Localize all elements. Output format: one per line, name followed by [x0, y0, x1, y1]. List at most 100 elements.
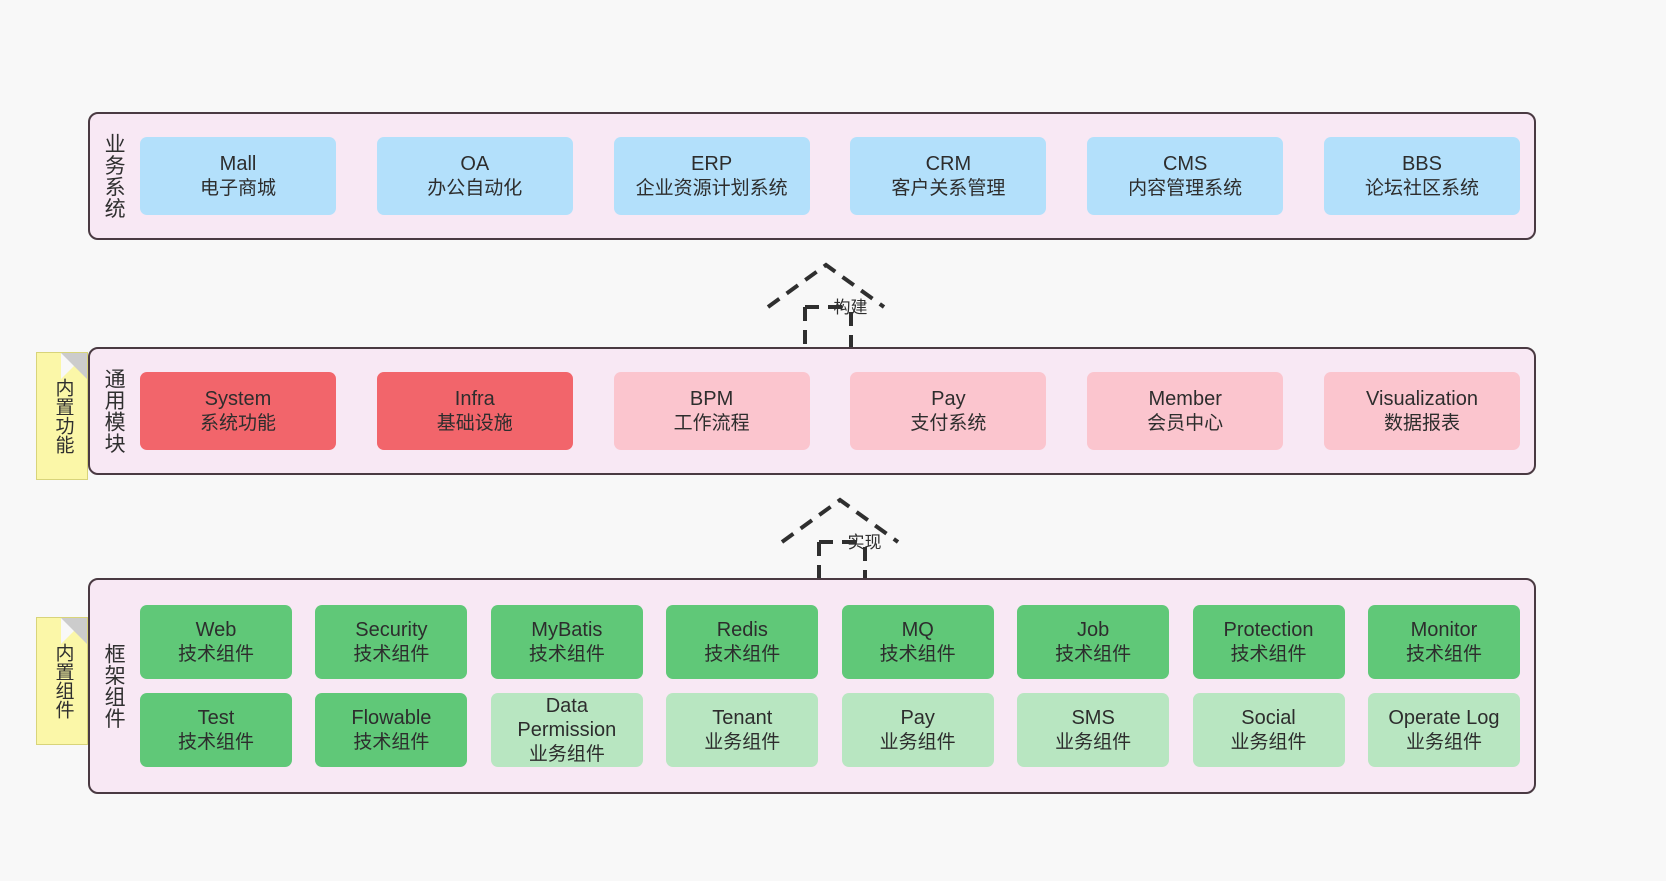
node-cms[interactable]: CMS 内容管理系统: [1087, 137, 1284, 215]
node-job[interactable]: Job 技术组件: [1017, 605, 1170, 679]
connector-label-build: 构建: [833, 298, 868, 317]
node-title: CMS: [1162, 153, 1208, 176]
node-subtitle: 内容管理系统: [1128, 177, 1243, 199]
node-web[interactable]: Web 技术组件: [140, 605, 292, 679]
node-subtitle: 业务组件: [879, 731, 956, 753]
node-title: MyBatis: [531, 619, 603, 642]
node-title: Security: [355, 619, 428, 642]
node-system[interactable]: System 系统功能: [140, 372, 336, 450]
node-redis[interactable]: Redis 技术组件: [666, 605, 819, 679]
node-oa[interactable]: OA 办公自动化: [376, 137, 573, 215]
node-title: System: [204, 388, 272, 411]
note-builtin-features: 内置功能: [36, 352, 88, 480]
layer-business-systems[interactable]: 业务系统 Mall 电子商城 OA 办公自动化 ERP 企业资源计划系统 CRM…: [88, 112, 1536, 240]
layer-title-business-systems: 业务系统: [102, 133, 126, 219]
node-subtitle: 企业资源计划系统: [635, 177, 788, 199]
node-flowable[interactable]: Flowable 技术组件: [315, 693, 468, 767]
node-pay-module[interactable]: Pay 支付系统: [850, 372, 1047, 450]
connector-build: 构建: [758, 255, 928, 355]
node-subtitle: 技术组件: [177, 643, 254, 665]
node-subtitle: 技术组件: [1055, 643, 1132, 665]
node-title: MQ: [901, 619, 934, 642]
node-title: Job: [1076, 619, 1110, 642]
node-tenant[interactable]: Tenant 业务组件: [666, 693, 819, 767]
node-test[interactable]: Test 技术组件: [140, 693, 292, 767]
node-mq[interactable]: MQ 技术组件: [841, 605, 994, 679]
layer-body-business-systems: Mall 电子商城 OA 办公自动化 ERP 企业资源计划系统 CRM 客户关系…: [136, 114, 1534, 238]
node-title: Monitor: [1410, 619, 1478, 642]
node-subtitle: 支付系统: [910, 412, 987, 434]
node-title: Infra: [454, 388, 495, 411]
connector-label-implement: 实现: [847, 533, 882, 552]
node-title: Tenant: [712, 707, 773, 730]
node-subtitle: 办公自动化: [427, 177, 523, 199]
node-sms[interactable]: SMS 业务组件: [1017, 693, 1170, 767]
node-operate-log[interactable]: Operate Log 业务组件: [1367, 693, 1520, 767]
node-title: Social: [1241, 707, 1296, 730]
node-subtitle: 业务组件: [704, 731, 781, 753]
node-title: OA: [460, 153, 490, 176]
node-bbs[interactable]: BBS 论坛社区系统: [1323, 137, 1520, 215]
node-subtitle: 基础设施: [436, 412, 513, 434]
node-pay-component[interactable]: Pay 业务组件: [841, 693, 994, 767]
node-title: BPM: [689, 388, 734, 411]
node-title: Data Permission: [517, 695, 617, 742]
component-row-biz: Test 技术组件 Flowable 技术组件 Data Permission …: [140, 693, 1520, 767]
node-mall[interactable]: Mall 电子商城: [140, 137, 336, 215]
node-subtitle: 数据报表: [1383, 412, 1460, 434]
node-member[interactable]: Member 会员中心: [1087, 372, 1284, 450]
node-data-permission[interactable]: Data Permission 业务组件: [490, 693, 643, 767]
node-subtitle: 技术组件: [1405, 643, 1482, 665]
layer-title-common-modules: 通用模块: [102, 368, 126, 454]
node-subtitle: 技术组件: [1230, 643, 1307, 665]
node-title: Pay: [900, 707, 935, 730]
layer-common-modules[interactable]: 通用模块 System 系统功能 Infra 基础设施 BPM 工作流程 Pay…: [88, 347, 1536, 475]
node-subtitle: 论坛社区系统: [1364, 177, 1479, 199]
node-subtitle: 业务组件: [1055, 731, 1132, 753]
node-visualization[interactable]: Visualization 数据报表: [1323, 372, 1520, 450]
note-builtin-components: 内置组件: [36, 617, 88, 745]
layer-body-framework-components: Web 技术组件 Security 技术组件 MyBatis 技术组件 Redi…: [136, 580, 1534, 792]
node-bpm[interactable]: BPM 工作流程: [613, 372, 810, 450]
node-social[interactable]: Social 业务组件: [1192, 693, 1345, 767]
node-subtitle: 技术组件: [879, 643, 956, 665]
node-subtitle: 技术组件: [353, 643, 430, 665]
node-title: SMS: [1071, 707, 1115, 730]
node-title: Pay: [931, 388, 966, 411]
node-infra[interactable]: Infra 基础设施: [376, 372, 573, 450]
connector-implement: 实现: [772, 490, 942, 590]
node-title: Operate Log: [1388, 707, 1500, 730]
node-subtitle: 系统功能: [199, 412, 276, 434]
node-title: Redis: [716, 619, 768, 642]
node-subtitle: 电子商城: [199, 177, 276, 199]
node-security[interactable]: Security 技术组件: [315, 605, 468, 679]
layer-framework-components[interactable]: 框架组件 Web 技术组件 Security 技术组件 MyBatis 技术组件…: [88, 578, 1536, 794]
node-subtitle: 技术组件: [353, 731, 430, 753]
layer-body-common-modules: System 系统功能 Infra 基础设施 BPM 工作流程 Pay 支付系统…: [136, 349, 1534, 473]
component-row-tech: Web 技术组件 Security 技术组件 MyBatis 技术组件 Redi…: [140, 605, 1520, 679]
node-title: Protection: [1223, 619, 1314, 642]
node-title: ERP: [691, 153, 733, 176]
node-subtitle: 会员中心: [1147, 412, 1224, 434]
generalization-arrow-icon: [766, 262, 886, 353]
node-title: Visualization: [1366, 388, 1478, 411]
node-monitor[interactable]: Monitor 技术组件: [1367, 605, 1520, 679]
node-mybatis[interactable]: MyBatis 技术组件: [490, 605, 643, 679]
node-crm[interactable]: CRM 客户关系管理: [850, 137, 1047, 215]
node-title: Test: [197, 707, 235, 730]
node-subtitle: 业务组件: [528, 743, 605, 765]
node-subtitle: 业务组件: [1230, 731, 1307, 753]
node-protection[interactable]: Protection 技术组件: [1192, 605, 1345, 679]
node-erp[interactable]: ERP 企业资源计划系统: [613, 137, 810, 215]
node-subtitle: 技术组件: [704, 643, 781, 665]
node-subtitle: 技术组件: [177, 731, 254, 753]
node-subtitle: 技术组件: [528, 643, 605, 665]
node-title: CRM: [925, 153, 972, 176]
node-title: BBS: [1401, 153, 1442, 176]
generalization-arrow-icon: [780, 497, 900, 588]
node-title: Web: [195, 619, 237, 642]
node-title: Flowable: [351, 707, 432, 730]
node-title: Member: [1148, 388, 1222, 411]
node-title: Mall: [219, 153, 257, 176]
